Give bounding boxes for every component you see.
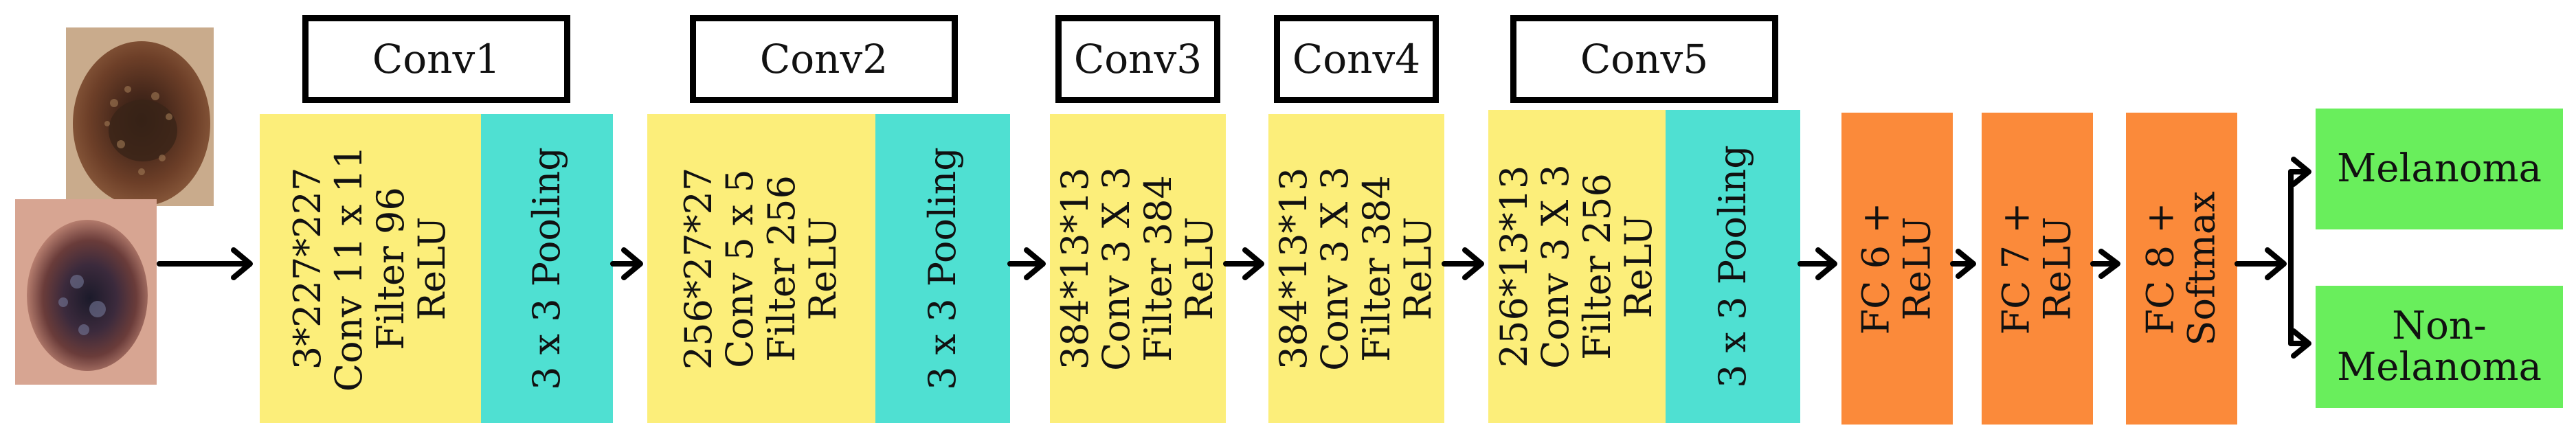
output-melanoma: Melanoma bbox=[2316, 109, 2563, 229]
arrow-fc6-fc7 bbox=[1950, 249, 1976, 279]
conv3-text: 384*13*13 Conv 3 X 3 Filter 384 ReLU bbox=[1053, 166, 1222, 371]
arrow-fc8-split bbox=[2235, 157, 2311, 359]
conv5-text: 256*13*13 Conv 3 X 3 Filter 256 ReLU bbox=[1492, 164, 1661, 369]
arrow-conv3-conv4 bbox=[1223, 247, 1264, 280]
conv3-block: 384*13*13 Conv 3 X 3 Filter 384 ReLU bbox=[1050, 114, 1226, 423]
fc6-block: FC 6 + ReLU bbox=[1841, 113, 1953, 425]
fc8-text: FC 8 + Softmax bbox=[2138, 191, 2224, 346]
conv4-text: 384*13*13 Conv 3 X 3 Filter 384 ReLU bbox=[1272, 166, 1440, 371]
conv2-text: 256*27*27 Conv 5 x 5 Filter 256 ReLU bbox=[677, 167, 845, 370]
conv4-block: 384*13*13 Conv 3 X 3 Filter 384 ReLU bbox=[1268, 114, 1444, 423]
arrow-fc7-fc8 bbox=[2090, 249, 2120, 279]
conv5-title: Conv5 bbox=[1510, 15, 1778, 103]
arrow-input-conv1 bbox=[157, 247, 253, 280]
conv1-block: 3*227*227 Conv 11 x 11 Filter 96 ReLU bbox=[260, 114, 481, 423]
arrow-pool2-conv3 bbox=[1007, 247, 1046, 280]
pool1-text: 3 x 3 Pooling bbox=[524, 147, 568, 390]
conv3-title: Conv3 bbox=[1055, 15, 1220, 103]
conv2-block: 256*27*27 Conv 5 x 5 Filter 256 ReLU bbox=[647, 114, 875, 423]
conv4-title: Conv4 bbox=[1274, 15, 1439, 103]
pool2-text: 3 x 3 Pooling bbox=[920, 147, 964, 390]
pool5-text: 3 x 3 Pooling bbox=[1710, 145, 1754, 388]
conv1-title: Conv1 bbox=[302, 15, 570, 103]
conv5-block: 256*13*13 Conv 3 X 3 Filter 256 ReLU bbox=[1488, 110, 1666, 423]
pool1-block: 3 x 3 Pooling bbox=[481, 114, 613, 423]
fc6-text: FC 6 + ReLU bbox=[1854, 202, 1939, 335]
arrow-conv4-conv5 bbox=[1442, 247, 1484, 280]
fc7-text: FC 7 + ReLU bbox=[1994, 202, 2079, 335]
arrow-pool1-conv2 bbox=[610, 247, 643, 280]
fc8-block: FC 8 + Softmax bbox=[2126, 113, 2237, 425]
arrow-pool5-fc6 bbox=[1797, 247, 1837, 280]
pool5-block: 3 x 3 Pooling bbox=[1666, 110, 1800, 423]
input-image-top bbox=[66, 27, 214, 206]
conv1-text: 3*227*227 Conv 11 x 11 Filter 96 ReLU bbox=[286, 145, 454, 392]
pool2-block: 3 x 3 Pooling bbox=[875, 114, 1010, 423]
output-non-melanoma: Non- Melanoma bbox=[2316, 286, 2563, 408]
fc7-block: FC 7 + ReLU bbox=[1982, 113, 2093, 425]
conv2-title: Conv2 bbox=[690, 15, 958, 103]
input-image-bottom bbox=[15, 199, 157, 385]
